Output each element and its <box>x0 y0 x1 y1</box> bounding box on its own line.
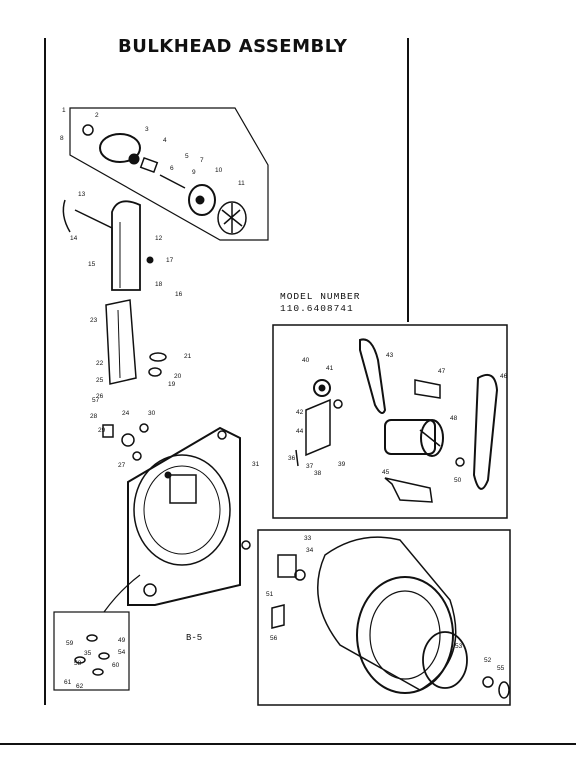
callout-label: 34 <box>306 547 314 554</box>
bulkhead-plate <box>127 426 241 606</box>
callout-label: 27 <box>118 462 126 469</box>
callout-label: 5 <box>185 153 189 160</box>
leader-line <box>103 574 141 613</box>
callout-label: 3 <box>145 126 149 133</box>
callout-label: 38 <box>314 470 322 477</box>
callout-label: 29 <box>98 427 106 434</box>
callout-label: 10 <box>215 167 223 174</box>
callout-label: 49 <box>118 637 126 644</box>
motor-parts <box>295 338 499 503</box>
lint-duct <box>105 299 167 385</box>
callout-label: 48 <box>450 415 458 422</box>
callout-label: 8 <box>60 135 64 142</box>
callout-label: 56 <box>270 635 278 642</box>
callout-label: 7 <box>200 157 204 164</box>
callout-label: 61 <box>64 679 72 686</box>
callout-label: 37 <box>306 463 314 470</box>
callout-label: 47 <box>438 368 446 375</box>
callout-label: 28 <box>90 413 98 420</box>
callout-label: 41 <box>326 365 334 372</box>
callout-label: 60 <box>112 662 120 669</box>
callout-label: 22 <box>96 360 104 367</box>
callout-label: 44 <box>296 428 304 435</box>
callout-label: 31 <box>252 461 260 468</box>
callout-label: 9 <box>192 169 196 176</box>
blower-parts <box>82 124 247 235</box>
callout-label: 35 <box>84 650 92 657</box>
model-number-block: MODEL NUMBER 110.6408741 <box>280 291 360 315</box>
callout-label: 23 <box>90 317 98 324</box>
model-number-value: 110.6408741 <box>280 303 354 314</box>
drum-inset-box <box>257 529 511 706</box>
blower-inset-box <box>69 107 269 241</box>
inset-box-bottom-left <box>53 611 130 691</box>
callout-label: 15 <box>88 261 96 268</box>
callout-label: 46 <box>500 373 508 380</box>
callout-label: 54 <box>118 649 126 656</box>
callout-label: 36 <box>288 455 296 462</box>
callout-label: 14 <box>70 235 78 242</box>
callout-label: 25 <box>96 377 104 384</box>
callout-label: 12 <box>155 235 163 242</box>
callout-label: 1 <box>62 107 66 114</box>
reference-marker: B-5 <box>186 633 203 643</box>
diagram-title: BULKHEAD ASSEMBLY <box>118 36 348 57</box>
exhaust-duct <box>62 199 154 291</box>
callout-label: 30 <box>148 410 156 417</box>
callout-labels: 1 2 3 4 5 6 7 8 9 10 11 12 13 14 15 16 1… <box>60 107 508 690</box>
callout-label: 18 <box>155 281 163 288</box>
callout-label: 26 <box>96 393 104 400</box>
callout-label: 43 <box>386 352 394 359</box>
motor-inset-box <box>272 324 508 519</box>
callout-label: 59 <box>66 640 74 647</box>
slide-parts <box>74 634 110 676</box>
callout-label: 57 <box>92 397 100 404</box>
callout-label: 42 <box>296 409 304 416</box>
callout-label: 20 <box>174 373 182 380</box>
callout-label: 51 <box>266 591 274 598</box>
callout-label: 6 <box>170 165 174 172</box>
callout-label: 19 <box>168 381 176 388</box>
switch-parts <box>102 423 149 461</box>
callout-label: 62 <box>76 683 84 690</box>
callout-label: 40 <box>302 357 310 364</box>
callout-label: 13 <box>78 191 86 198</box>
callout-label: 53 <box>455 643 463 650</box>
callout-label: 45 <box>382 469 390 476</box>
callout-label: 2 <box>95 112 99 119</box>
callout-label: 50 <box>454 477 462 484</box>
callout-label: 39 <box>338 461 346 468</box>
drum-parts <box>241 536 510 699</box>
model-number-label: MODEL NUMBER <box>280 291 361 302</box>
callout-label: 4 <box>163 137 167 144</box>
callout-label: 33 <box>304 535 312 542</box>
callout-label: 21 <box>184 353 192 360</box>
callout-label: 11 <box>238 180 245 187</box>
callout-label: 55 <box>497 665 505 672</box>
callout-label: 17 <box>166 257 174 264</box>
callout-label: 16 <box>175 291 183 298</box>
callout-label: 24 <box>122 410 130 417</box>
callout-label: 52 <box>484 657 492 664</box>
callout-label: 58 <box>74 660 82 667</box>
